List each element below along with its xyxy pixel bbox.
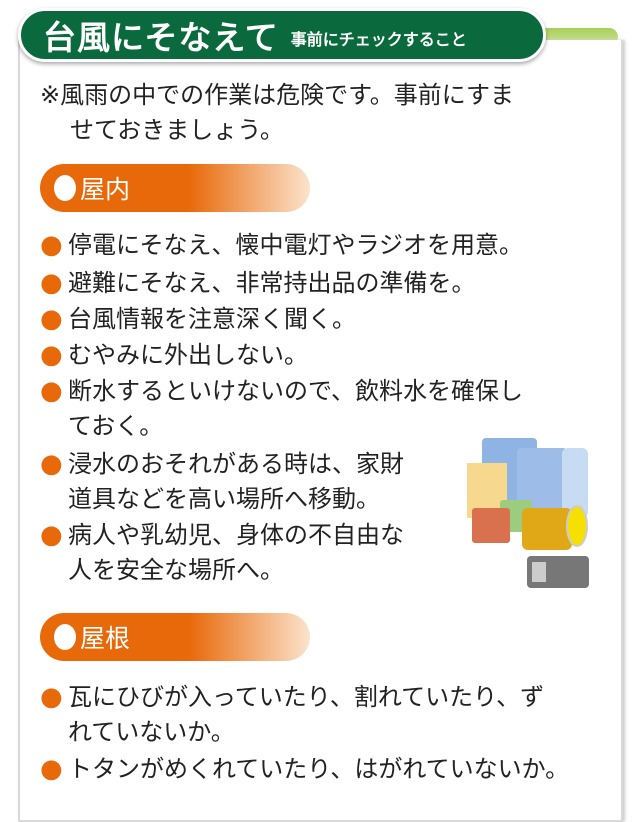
item-text: 病人や乳幼児、身体の不自由な — [68, 521, 404, 549]
bullet-icon — [54, 624, 76, 650]
section-heading-indoor: 屋内 — [40, 164, 310, 212]
list-item: ●避難にそなえ、非常持出品の準備を。 — [40, 266, 476, 301]
bullet-icon: ● — [40, 304, 63, 334]
bullet-icon: ● — [40, 268, 63, 298]
item-text: 断水するといけないので、飲料水を確保し — [68, 377, 524, 405]
item-text: トタンがめくれていたり、はがれていないか。 — [68, 755, 570, 783]
item-text: 道具などを高い場所へ移動。 — [68, 485, 380, 513]
bullet-icon: ● — [40, 682, 63, 712]
list-item: ●トタンがめくれていたり、はがれていないか。 — [40, 752, 569, 787]
title-text: 台風にそなえて — [43, 18, 279, 57]
section-heading-text: 屋根 — [80, 624, 131, 653]
item-text: 人を安全な場所へ。 — [68, 556, 284, 584]
intro-line-2: せておきましょう。 — [70, 116, 284, 144]
bullet-icon: ● — [40, 754, 63, 784]
item-text: 台風情報を注意深く聞く。 — [68, 305, 356, 333]
item-text: ておく。 — [68, 412, 164, 440]
item-text: 瓦にひびが入っていたり、割れていたり、ず — [68, 683, 545, 711]
flashlight-icon — [522, 508, 572, 550]
bullet-icon — [54, 175, 76, 201]
item-text: れていないか。 — [68, 718, 235, 746]
list-item: ●停電にそなえ、懐中電灯やラジオを用意。 — [40, 228, 523, 263]
section-heading-roof: 屋根 — [40, 613, 310, 661]
bullet-icon: ● — [40, 376, 63, 406]
list-item: ●病人や乳幼児、身体の不自由な人を安全な場所へ。 — [40, 518, 404, 588]
page-title: 台風にそなえて 事前にチェックすること — [18, 8, 546, 62]
subtitle-text: 事前にチェックすること — [290, 30, 467, 49]
list-item: ●断水するといけないので、飲料水を確保しておく。 — [40, 374, 523, 444]
item-text: 停電にそなえ、懐中電灯やラジオを用意。 — [68, 231, 524, 259]
water-bottle-icon — [562, 448, 588, 518]
list-item: ●浸水のおそれがある時は、家財道具などを高い場所へ移動。 — [40, 447, 404, 517]
bullet-icon: ● — [40, 449, 63, 479]
item-text: むやみに外出しない。 — [68, 341, 308, 369]
item-text: 浸水のおそれがある時は、家財 — [68, 450, 404, 478]
list-item: ●台風情報を注意深く聞く。 — [40, 302, 356, 337]
list-item: ●瓦にひびが入っていたり、割れていたり、ずれていないか。 — [40, 680, 544, 750]
can-icon — [472, 508, 510, 543]
bullet-icon: ● — [40, 230, 63, 260]
bullet-icon: ● — [40, 340, 63, 370]
list-item: ●むやみに外出しない。 — [40, 338, 308, 373]
item-text: 避難にそなえ、非常持出品の準備を。 — [68, 269, 476, 297]
intro-line-1: ※風雨の中での作業は危険です。事前にすま — [40, 81, 514, 109]
bullet-icon: ● — [40, 520, 63, 550]
emergency-supplies-illustration — [467, 438, 589, 588]
section-heading-text: 屋内 — [80, 175, 131, 204]
